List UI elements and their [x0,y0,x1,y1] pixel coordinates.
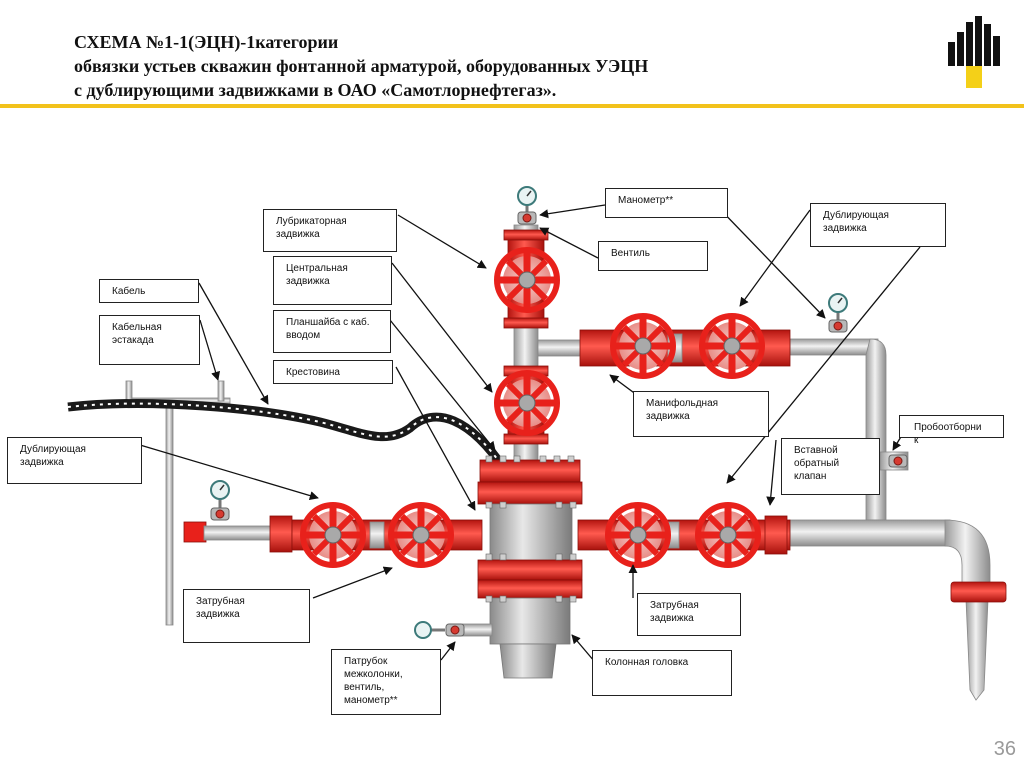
label-annulus-valve-left: Затрубная задвижка [183,589,310,643]
title-line-2: обвязки устьев скважин фонтанной арматур… [74,56,649,76]
label-annulus-valve-right: Затрубная задвижка [637,593,741,636]
label-cable-rack: Кабельная эстакада [99,315,200,365]
label-intercasing-nozzle: Патрубок межколонки, вентиль, манометр** [331,649,441,715]
intercasing-needle-valve-icon [445,623,465,637]
label-sampler: Пробоотборни к [899,415,1004,446]
flowline-pipes [789,338,1007,701]
top-gauge-icon [516,185,538,216]
duplicating-valve-left-wheel [303,505,363,565]
central-valve-wheel [497,373,557,433]
label-cable: Кабель [99,279,199,303]
annulus-valve-left-wheel [391,505,451,565]
slide-title: СХЕМА №1-1(ЭЦН)-1категории обвязки устье… [74,30,874,102]
manifold-valve-wheel [613,316,673,376]
label-cable-entry-plate: Планшайба с каб. вводом [273,310,391,353]
manifold-needle-valve-icon [828,319,848,333]
header-divider [0,104,1024,108]
manifold-gauge-icon [827,292,849,323]
label-cross: Крестовина [273,360,393,384]
label-duplicating-valve-left: Дублирующая задвижка [7,437,142,484]
annulus-valve-right-2-wheel [698,505,758,565]
sampler-needle-valve-icon [888,454,908,468]
title-line-3: с дублирующими задвижками в ОАО «Самотло… [74,80,557,100]
label-central-valve: Центральная задвижка [273,256,392,305]
left-gauge-icon [209,479,231,510]
page-number: 36 [993,738,1016,760]
top-needle-valve-icon [517,211,537,225]
label-pressure-gauge: Манометр** [605,188,728,218]
label-lubricator-valve: Лубрикаторная задвижка [263,209,397,252]
label-duplicating-valve-right: Дублирующая задвижка [810,203,946,247]
label-casing-head: Колонная головка [592,650,732,696]
label-needle-valve: Вентиль [598,241,708,271]
annulus-valve-right-wheel [608,505,668,565]
leader-lines [139,204,921,669]
intercasing-gauge-icon [414,621,445,639]
lubricator-valve-wheel [497,250,557,310]
label-check-valve: Вставной обратный клапан [781,438,880,495]
label-manifold-valve: Манифольдная задвижка [633,391,769,437]
title-line-1: СХЕМА №1-1(ЭЦН)-1категории [74,32,339,52]
duplicating-valve-right-wheel [702,316,762,376]
left-needle-valve-icon [210,507,230,521]
company-logo-icon [948,16,1000,88]
